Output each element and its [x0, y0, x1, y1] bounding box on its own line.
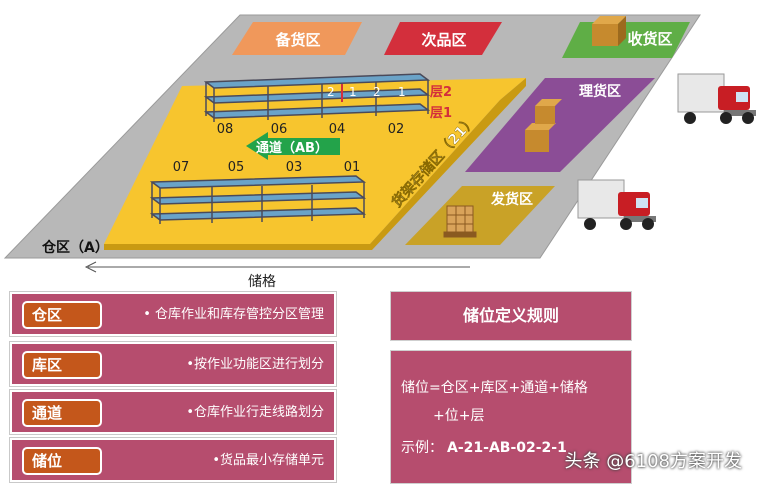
- rule-title: 储位定义规则: [390, 291, 632, 341]
- zone-prepare: [232, 22, 362, 55]
- position-label: 1: [398, 85, 406, 99]
- zone-sorting: [465, 78, 655, 172]
- rule-example-value: A-21-AB-02-2-1: [447, 440, 567, 456]
- zone-defective-label: 次品区: [421, 31, 466, 49]
- rule-formula-line1: 储位=仓区+库区+通道+储格: [401, 380, 588, 396]
- position-label: 2: [327, 85, 335, 99]
- legend-key: 通道: [22, 399, 102, 427]
- watermark: 头条 @6108方案开发: [564, 451, 742, 472]
- row-number: 06: [271, 122, 288, 137]
- legend-key: 库区: [22, 351, 102, 379]
- warehouse-label: 仓区（A）: [41, 239, 109, 256]
- legend-key: 储位: [22, 447, 102, 475]
- box-icon: [592, 16, 626, 46]
- row-number: 01: [344, 160, 361, 175]
- position-label: 1: [349, 85, 357, 99]
- row-number: 05: [228, 160, 245, 175]
- aisle-label: 通道（AB）: [256, 140, 328, 156]
- zone-shipping: [405, 186, 555, 245]
- rule-formula-line2: +位+层: [433, 408, 485, 424]
- pallet-icon: [443, 205, 477, 238]
- aisle-arrow: [246, 132, 340, 160]
- warehouse-layout-diagram: 备货区 次品区 收货区 2 1 2 1 层2 层1 08 06 04 02 通道…: [3, 14, 756, 290]
- zone-sorting-label: 理货区: [579, 83, 621, 100]
- row-number: 04: [329, 122, 346, 137]
- legend-row-zone: 库区 •按作业功能区进行划分: [10, 342, 336, 386]
- zone-prepare-label: 备货区: [274, 31, 320, 49]
- legend-row-location: 储位 •货品最小存储单元: [10, 438, 336, 482]
- zone-shipping-label: 发货区: [490, 191, 533, 208]
- zone-receiving-label: 收货区: [627, 30, 672, 48]
- column-label: 储格: [248, 274, 276, 290]
- zone-defective: [384, 22, 502, 55]
- box-icon: [525, 99, 562, 152]
- row-number: 02: [388, 122, 405, 137]
- legend-desc: • 仓库作业和库存管控分区管理: [143, 307, 324, 322]
- legend-row-warehouse: 仓区 • 仓库作业和库存管控分区管理: [10, 292, 336, 336]
- layer-label: 层1: [430, 106, 452, 121]
- legend-desc: •货品最小存储单元: [212, 453, 324, 468]
- shelf-rack-top: [203, 73, 431, 122]
- row-number: 03: [286, 160, 303, 175]
- legend-row-aisle: 通道 •仓库作业行走线路划分: [10, 390, 336, 434]
- legend-desc: •按作业功能区进行划分: [186, 357, 324, 372]
- rule-box: 储位=仓区+库区+通道+储格 +位+层 示例：A-21-AB-02-2-1: [390, 350, 632, 484]
- legend-key: 仓区: [22, 301, 102, 329]
- layer-label: 层2: [430, 85, 452, 100]
- row-number: 07: [173, 160, 190, 175]
- rule-example-label: 示例：: [401, 440, 443, 456]
- rule-example: 示例：A-21-AB-02-2-1: [401, 437, 567, 457]
- position-label: 2: [373, 85, 381, 99]
- truck-icon: [677, 73, 756, 124]
- column-arrow-head: [84, 261, 97, 273]
- truck-icon: [577, 179, 656, 230]
- legend-desc: •仓库作业行走线路划分: [186, 405, 324, 420]
- shelf-rack-bottom: [149, 175, 367, 224]
- row-number: 08: [217, 122, 234, 137]
